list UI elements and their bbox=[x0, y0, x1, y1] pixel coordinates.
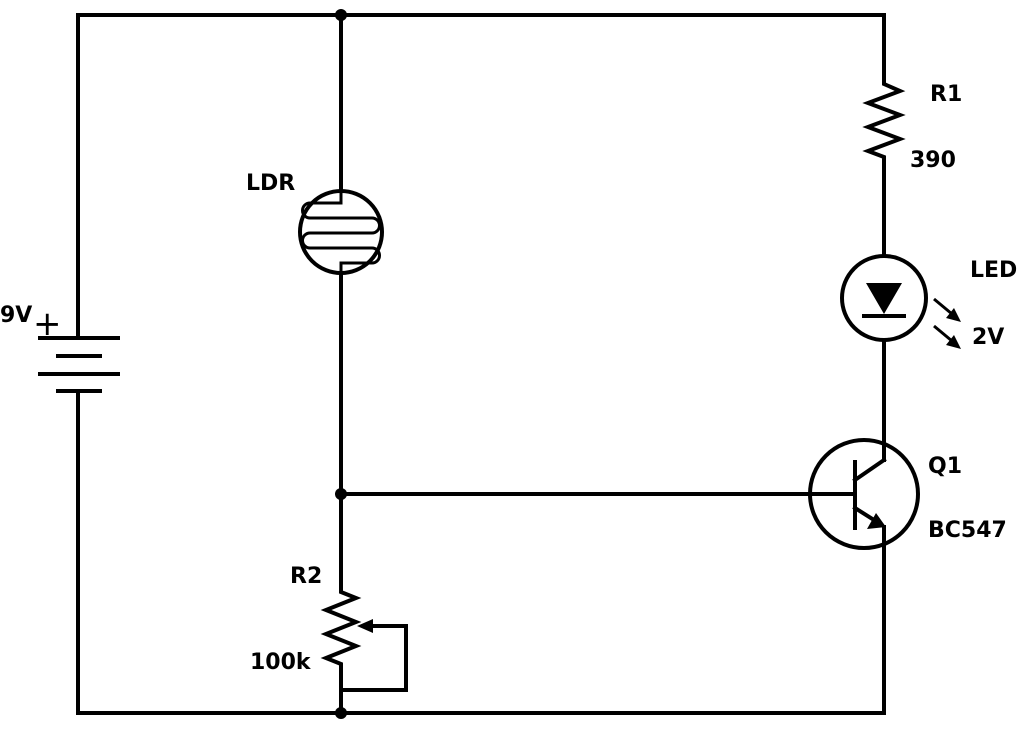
r2-symbol bbox=[320, 583, 408, 692]
led-symbol bbox=[840, 254, 961, 349]
battery-plus-sign: + bbox=[33, 304, 62, 344]
r1-label: R1 bbox=[930, 82, 962, 107]
battery-voltage-label: 9V bbox=[0, 303, 32, 328]
wire-battery-negative bbox=[76, 389, 886, 715]
ldr-label: LDR bbox=[246, 171, 295, 196]
junction-top bbox=[335, 9, 347, 21]
led-voltage: 2V bbox=[972, 325, 1004, 350]
ldr-symbol bbox=[298, 189, 384, 276]
junction-bottom bbox=[335, 707, 347, 719]
q1-symbol bbox=[808, 438, 920, 550]
led-label: LED bbox=[970, 258, 1017, 283]
r1-value: 390 bbox=[910, 148, 956, 173]
junction-base bbox=[335, 488, 347, 500]
r2-label: R2 bbox=[290, 564, 322, 589]
r1-symbol bbox=[862, 60, 906, 166]
r2-value: 100k bbox=[250, 650, 312, 675]
q1-label: Q1 bbox=[928, 454, 962, 479]
wires bbox=[76, 13, 886, 715]
battery-symbol: + bbox=[33, 304, 120, 393]
q1-part-number: BC547 bbox=[928, 518, 1007, 543]
wire-top-rail bbox=[76, 13, 886, 64]
